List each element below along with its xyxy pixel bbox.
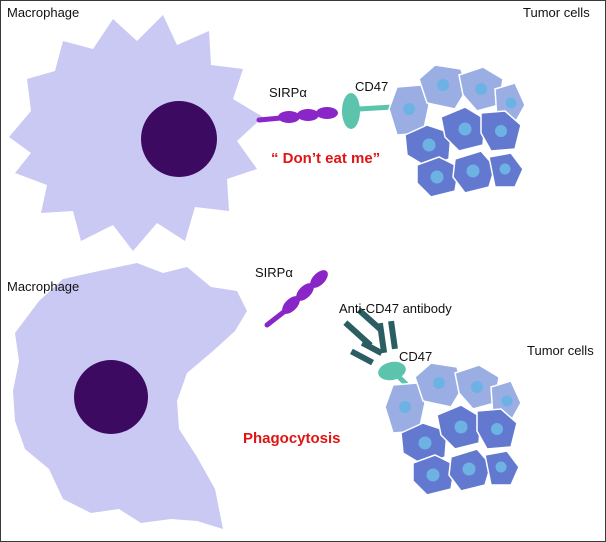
top-macrophage-cell bbox=[9, 15, 263, 251]
top-cd47-label: CD47 bbox=[355, 79, 388, 94]
top-sirpa-receptor bbox=[256, 107, 338, 123]
bottom-macrophage-nucleus bbox=[74, 360, 148, 434]
bottom-sirpa-label: SIRPα bbox=[255, 265, 293, 280]
bottom-macrophage-label: Macrophage bbox=[7, 279, 79, 294]
top-panel: Macrophage Tumor cells SIRPα CD47 “ Don’… bbox=[7, 5, 590, 251]
bottom-cd47-label: CD47 bbox=[399, 349, 432, 364]
phagocytosis-message: Phagocytosis bbox=[243, 430, 341, 447]
top-sirpa-label: SIRPα bbox=[269, 85, 307, 100]
top-macrophage-label: Macrophage bbox=[7, 5, 79, 20]
bottom-tumor-label: Tumor cells bbox=[527, 343, 594, 358]
dont-eat-me-message: “ Don’t eat me” bbox=[271, 150, 380, 167]
antibody-label: Anti-CD47 antibody bbox=[339, 301, 452, 316]
top-macrophage-nucleus bbox=[141, 101, 217, 177]
top-tumor-cells bbox=[388, 64, 526, 198]
bottom-sirpa-receptor bbox=[264, 270, 328, 328]
anti-cd47-antibody bbox=[343, 307, 398, 366]
bottom-panel: Macrophage Tumor cells SIRPα Anti-CD47 a… bbox=[7, 263, 594, 529]
top-tumor-label: Tumor cells bbox=[523, 5, 590, 20]
top-cd47-protein bbox=[342, 93, 394, 129]
